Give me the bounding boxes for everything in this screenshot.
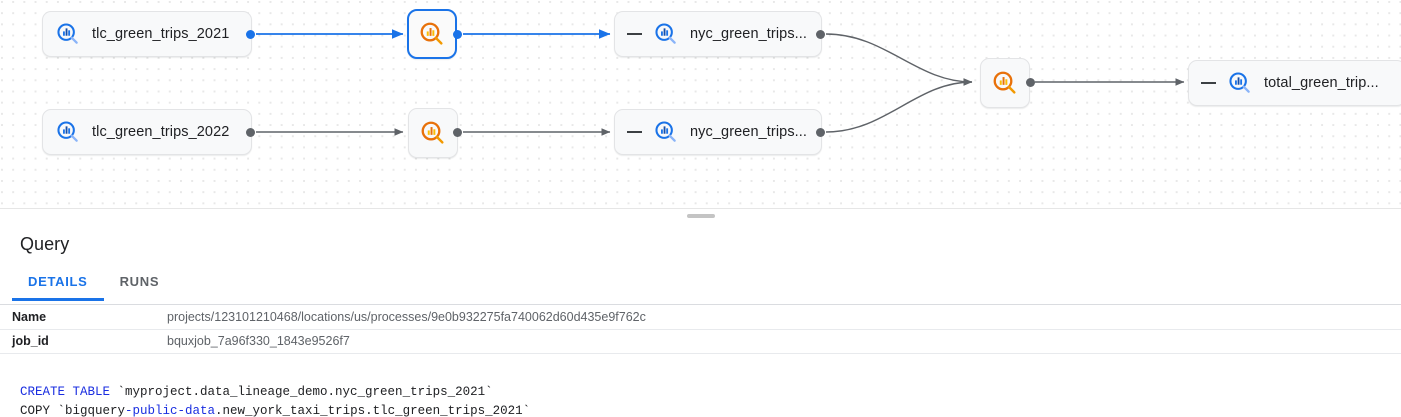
sql-line1-rest: `myproject.data_lineage_demo.nyc_green_t… [110,384,493,399]
tab-details[interactable]: DETAILS [12,272,104,301]
node-port-out-nyc2022[interactable] [816,128,825,137]
node-port-out-process3[interactable] [1026,78,1035,87]
edge-nyc2021-to-proc3 [825,33,973,86]
tab-runs[interactable]: RUNS [119,274,160,289]
node-port-out-process1[interactable] [453,30,462,39]
sql-line2-pre: COPY `bigquery [20,403,126,417]
collapse-node-icon[interactable] [627,131,642,133]
lineage-process-search-icon [421,121,444,144]
panel-resize-divider[interactable] [0,208,1401,221]
graph-node-nyc-green-trips-2021[interactable]: nyc_green_trips... [614,11,822,57]
entry-detail-panel: Query DETAILS RUNS Name projects/1231012… [0,220,1401,417]
table-row: Name projects/123101210468/locations/us/… [0,305,1401,330]
graph-node-total-green-trips[interactable]: total_green_trip... [1188,60,1401,106]
graph-node-process-query-3[interactable] [980,58,1030,108]
node-label: tlc_green_trips_2021 [92,26,230,42]
drag-handle-icon[interactable] [686,214,715,218]
bigquery-table-search-icon [57,121,78,142]
edge-nyc2022-to-proc3 [825,78,973,133]
node-label: nyc_green_trips... [690,124,808,140]
sql-code-block: CREATE TABLE `myproject.data_lineage_dem… [0,379,1401,417]
graph-node-process-query-selected[interactable] [407,9,457,59]
table-row: job_id bquxjob_7a96f330_1843e9526f7 [0,329,1401,354]
node-port-out-tlc2021[interactable] [246,30,255,39]
detail-key: Name [0,305,167,330]
detail-value: bquxjob_7a96f330_1843e9526f7 [167,329,1401,354]
node-port-out-process2[interactable] [453,128,462,137]
node-label: tlc_green_trips_2022 [92,124,230,140]
panel-tabbar: DETAILS RUNS [0,272,1401,305]
graph-node-process-query-2[interactable] [408,108,458,158]
graph-node-tlc-green-trips-2021[interactable]: tlc_green_trips_2021 [42,11,252,57]
node-port-out-nyc2021[interactable] [816,30,825,39]
lineage-process-search-icon [993,71,1016,94]
bigquery-table-search-icon [655,121,676,142]
node-label: total_green_trip... [1264,75,1379,91]
details-key-value-table: Name projects/123101210468/locations/us/… [0,305,1401,354]
sql-line2-rest: .new_york_taxi_trips.tlc_green_trips_202… [215,403,531,417]
lineage-process-search-icon [420,22,443,45]
sql-keyword-public-data: -public-data [125,403,216,417]
panel-title: Query [20,234,70,254]
bigquery-table-search-icon [1229,72,1250,93]
graph-node-nyc-green-trips-2022[interactable]: nyc_green_trips... [614,109,822,155]
detail-key: job_id [0,329,167,354]
lineage-graph-canvas[interactable]: tlc_green_trips_2021 tlc_green_trips_202… [0,0,1401,208]
collapse-node-icon[interactable] [627,33,642,35]
detail-value: projects/123101210468/locations/us/proce… [167,305,1401,330]
collapse-node-icon[interactable] [1201,82,1216,84]
sql-keyword-create-table: CREATE TABLE [20,384,111,399]
bigquery-table-search-icon [57,23,78,44]
bigquery-table-search-icon [655,23,676,44]
node-label: nyc_green_trips... [690,26,808,42]
node-port-out-tlc2022[interactable] [246,128,255,137]
graph-node-tlc-green-trips-2022[interactable]: tlc_green_trips_2022 [42,109,252,155]
